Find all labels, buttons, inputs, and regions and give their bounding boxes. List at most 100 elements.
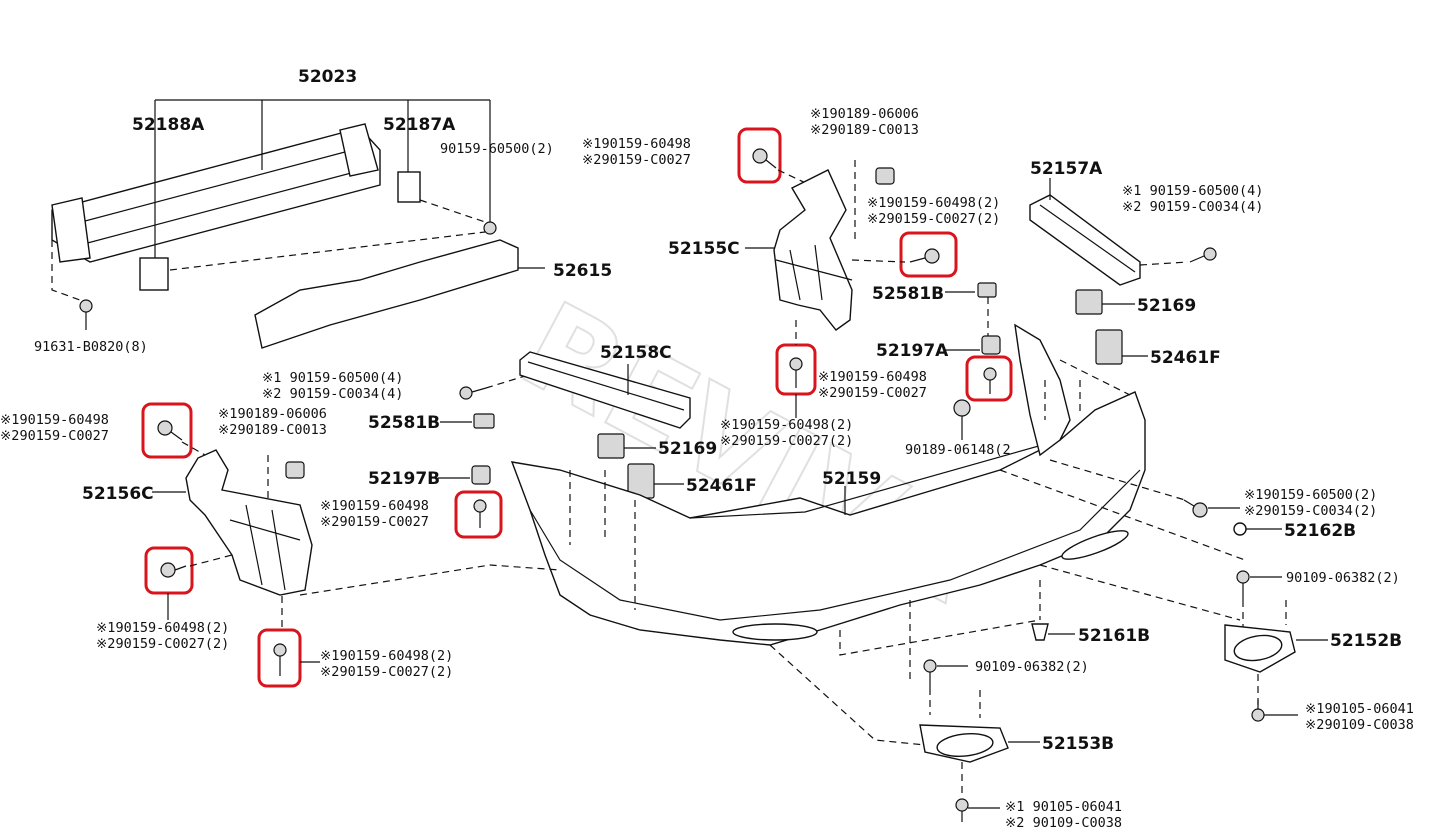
note-c-j2: ※290159-C0027: [320, 514, 429, 530]
note-r-o2: ※290109-C0038: [1305, 717, 1414, 733]
bolt-icon: [1189, 247, 1217, 263]
note-mid-c2: ※290159-C0027(2): [867, 211, 1000, 227]
label-52157A: 52157A: [1030, 159, 1103, 179]
label-52023: 52023: [298, 67, 357, 87]
bracket-52187A: [397, 171, 421, 203]
bolt-icon: [1251, 700, 1265, 722]
note-c-f1: ※190159-60498(2): [720, 417, 853, 433]
clip-52161B-icon: [1031, 623, 1049, 641]
highlight-box-1: [737, 127, 782, 184]
label-52169-right: 52169: [1137, 296, 1196, 316]
label-52461F-right: 52461F: [1150, 348, 1221, 368]
label-52169-left: 52169: [658, 439, 717, 459]
note-r-d1: ※1 90159-60500(4): [1122, 183, 1263, 199]
tailpipe-trim-52153B: [919, 724, 1009, 763]
label-90159-60500-2: 90159-60500(2): [440, 141, 554, 157]
label-52197B: 52197B: [368, 469, 440, 489]
label-91631: 91631-B0820(8): [34, 339, 148, 355]
note-l-h1: ※190159-60498: [0, 412, 109, 428]
note-mid-c1: ※190159-60498(2): [867, 195, 1000, 211]
note-l-k2: ※290159-C0027(2): [96, 636, 229, 652]
bolt-icon: [923, 659, 937, 688]
note-l-i2: ※290189-C0013: [218, 422, 327, 438]
clip-bolt-icon[interactable]: [144, 546, 194, 595]
clip-52197A-icon: [981, 335, 1001, 355]
bumper-cover-52159: [510, 323, 1146, 646]
note-l-k1: ※190159-60498(2): [96, 620, 229, 636]
note-r-n2: ※290159-C0034(2): [1244, 503, 1377, 519]
retainer-52155C: [773, 169, 853, 331]
clip-bolt-icon[interactable]: [965, 355, 1013, 402]
label-52158C: 52158C: [600, 343, 672, 363]
bolt-91631-icon: [79, 299, 93, 330]
highlight-box-5: [454, 490, 503, 539]
clip-bolt-icon[interactable]: [141, 402, 193, 459]
note-r-d2: ※2 90159-C0034(4): [1122, 199, 1263, 215]
clip-bolt-icon[interactable]: [775, 343, 817, 396]
label-52152B: 52152B: [1330, 631, 1402, 651]
note-top-a1: ※190189-06006: [810, 106, 919, 122]
pad-52581B-left: [473, 413, 495, 429]
label-52581B-left: 52581B: [368, 413, 440, 433]
highlight-box-2: [899, 231, 958, 278]
highlight-box-8: [257, 628, 302, 688]
note-l-m2: ※290159-C0027(2): [320, 664, 453, 680]
label-52187A: 52187A: [383, 115, 456, 135]
note-c-e2: ※290159-C0027: [818, 385, 927, 401]
highlight-box-7: [144, 546, 194, 595]
bolt-icon: [1183, 499, 1208, 518]
clip-90189-icon: [953, 399, 971, 440]
note-c-f2: ※290159-C0027(2): [720, 433, 853, 449]
note-r-o1: ※190105-06041: [1305, 701, 1414, 717]
note-top-b2: ※290159-C0027: [582, 152, 691, 168]
clip-bolt-icon[interactable]: [737, 127, 782, 184]
label-52153B: 52153B: [1042, 734, 1114, 754]
note-top-b1: ※190159-60498: [582, 136, 691, 152]
clip-52162B-icon: [1233, 522, 1247, 536]
note-l-m1: ※190159-60498(2): [320, 648, 453, 664]
bracket-52188A: [139, 257, 169, 291]
note-c-e1: ※190159-60498: [818, 369, 927, 385]
label-52197A: 52197A: [876, 341, 949, 361]
label-90109-06382-right: 90109-06382(2): [1286, 570, 1400, 586]
label-90189-06148: 90189-06148(2: [905, 442, 1011, 458]
note-l-g2: ※2 90159-C0034(4): [262, 386, 403, 402]
clip-bolt-icon[interactable]: [899, 231, 958, 278]
note-top-a2: ※290189-C0013: [810, 122, 919, 138]
bolt-icon: [1236, 570, 1250, 600]
note-b-p2: ※2 90109-C0038: [1005, 815, 1122, 831]
label-52615: 52615: [553, 261, 612, 281]
bolt-90159-icon: [483, 221, 497, 235]
bolt-icon: [459, 386, 487, 400]
clip-52197B-icon: [471, 465, 491, 485]
label-52162B: 52162B: [1284, 521, 1356, 541]
note-c-j1: ※190159-60498: [320, 498, 429, 514]
highlight-box-3: [965, 355, 1013, 402]
absorber-52615: [254, 239, 519, 349]
note-l-i1: ※190189-06006: [218, 406, 327, 422]
nut-icon: [875, 167, 895, 185]
label-52161B: 52161B: [1078, 626, 1150, 646]
label-52156C: 52156C: [82, 484, 154, 504]
note-l-g1: ※1 90159-60500(4): [262, 370, 403, 386]
label-52581B-right: 52581B: [872, 284, 944, 304]
reinforcement-52023: [51, 123, 381, 263]
pad-52169-right: [1075, 289, 1103, 315]
label-52155C: 52155C: [668, 239, 740, 259]
label-52188A: 52188A: [132, 115, 205, 135]
note-b-p1: ※1 90105-06041: [1005, 799, 1122, 815]
nut-icon: [285, 461, 305, 479]
pad-52581B-right: [977, 282, 997, 298]
tailpipe-trim-52152B: [1224, 624, 1296, 673]
clip-bolt-icon[interactable]: [454, 490, 503, 539]
clip-bolt-icon[interactable]: [257, 628, 302, 688]
bolt-icon: [955, 798, 969, 822]
highlight-box-6: [141, 402, 193, 459]
pad-52461F-right: [1095, 329, 1123, 365]
label-52159: 52159: [822, 469, 881, 489]
note-r-n1: ※190159-60500(2): [1244, 487, 1377, 503]
retainer-52158C: [519, 351, 691, 429]
note-l-h2: ※290159-C0027: [0, 428, 109, 444]
pad-52169-left: [597, 433, 625, 459]
